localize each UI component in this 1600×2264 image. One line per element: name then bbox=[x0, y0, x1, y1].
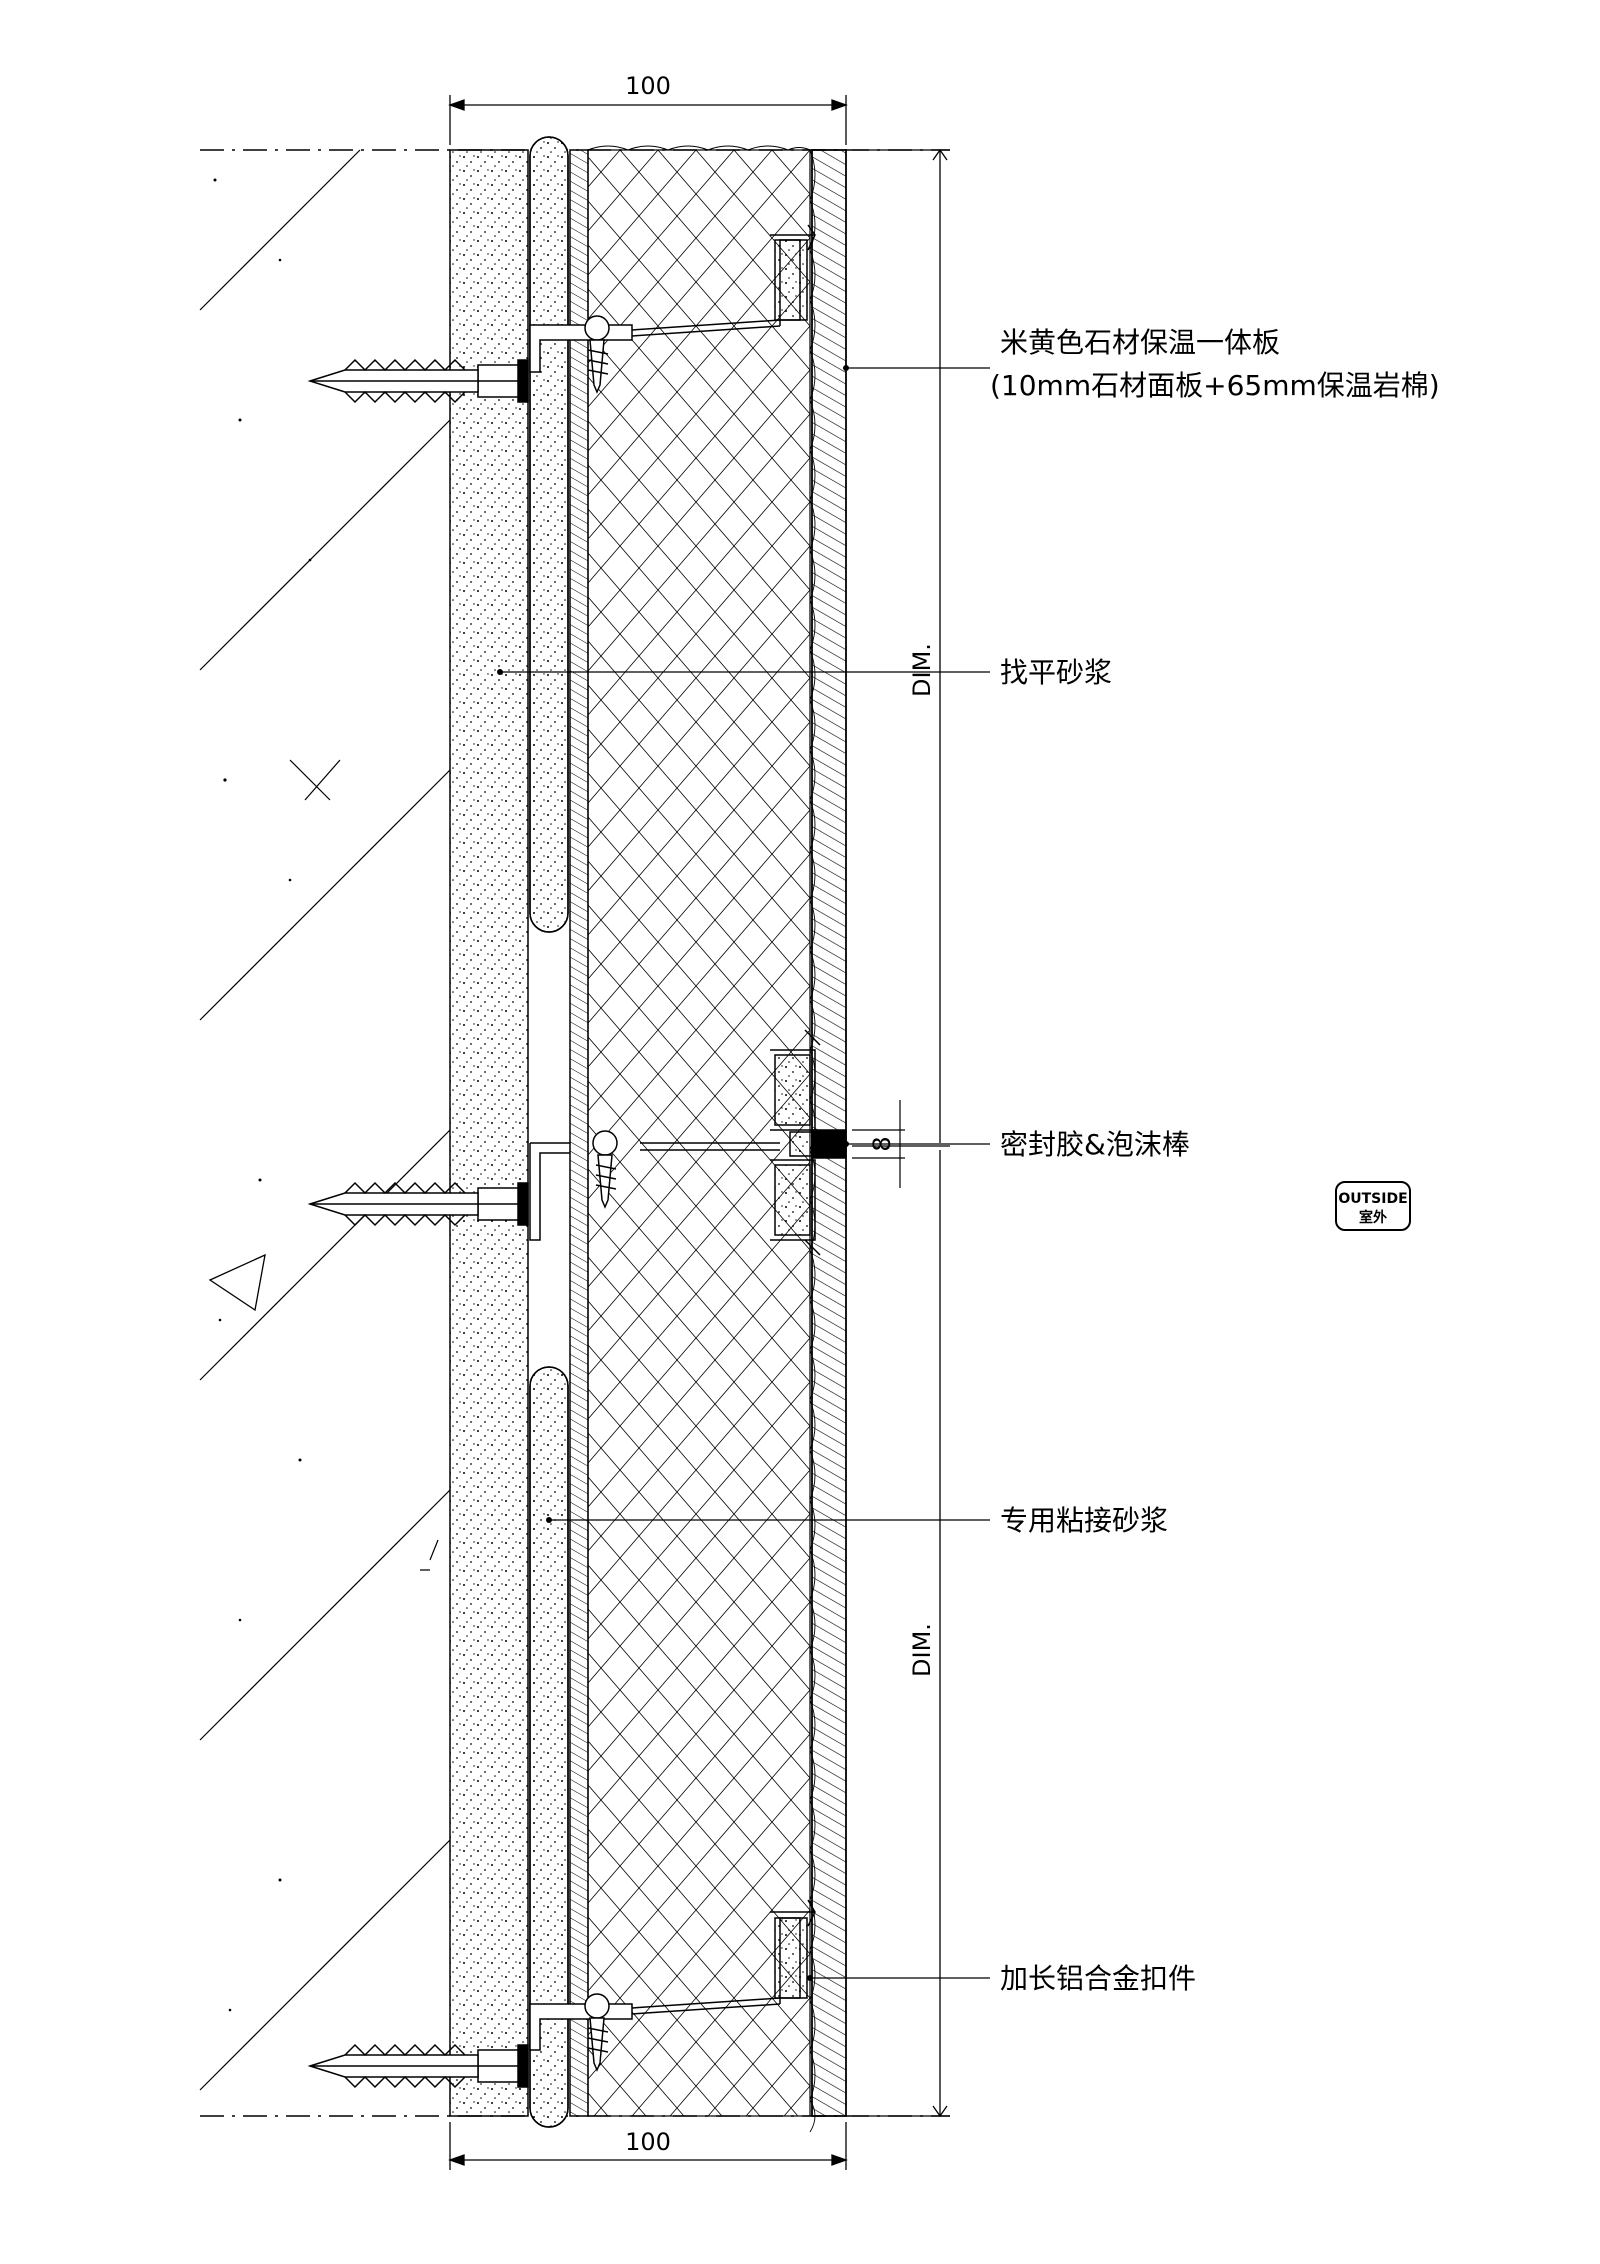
label-bonding-mortar: 专用粘接砂浆 bbox=[1000, 1504, 1168, 1537]
rock-wool-insulation bbox=[587, 145, 816, 2133]
outside-badge: OUTSIDE 室外 bbox=[1335, 1181, 1411, 1231]
label-clip: 加长铝合金扣件 bbox=[1000, 1962, 1196, 1995]
right-dimension-lower: DIM. bbox=[908, 1623, 936, 1677]
fixing-assembly-bottom bbox=[307, 1899, 816, 2089]
outside-badge-line1: OUTSIDE bbox=[1338, 1191, 1407, 1207]
structural-wall bbox=[199, 149, 451, 2091]
top-dimension bbox=[448, 95, 848, 145]
right-dimension bbox=[852, 148, 950, 2118]
bottom-dimension-value: 100 bbox=[625, 2128, 671, 2156]
leader-arrows bbox=[497, 365, 849, 1981]
label-leveling-mortar: 找平砂浆 bbox=[1000, 656, 1112, 689]
label-panel-line1: 米黄色石材保温一体板 bbox=[1000, 326, 1280, 359]
outside-badge-line2: 室外 bbox=[1359, 1209, 1387, 1226]
fixing-assembly-middle bbox=[307, 1029, 847, 1256]
bonding-mortar-dabs bbox=[529, 136, 569, 2128]
bottom-dimension bbox=[448, 2122, 848, 2170]
leveling-mortar-layer bbox=[449, 149, 529, 2117]
right-dimension-upper: DIM. bbox=[908, 643, 936, 697]
top-dimension-value: 100 bbox=[625, 72, 671, 100]
label-sealant: 密封胶&泡沫棒 bbox=[1000, 1128, 1190, 1161]
label-panel-line2: (10mm石材面板+65mm保温岩棉) bbox=[990, 369, 1440, 402]
fixing-assembly-top bbox=[307, 224, 816, 404]
leader-lines bbox=[500, 367, 990, 1979]
board-back-skin bbox=[569, 149, 589, 2117]
